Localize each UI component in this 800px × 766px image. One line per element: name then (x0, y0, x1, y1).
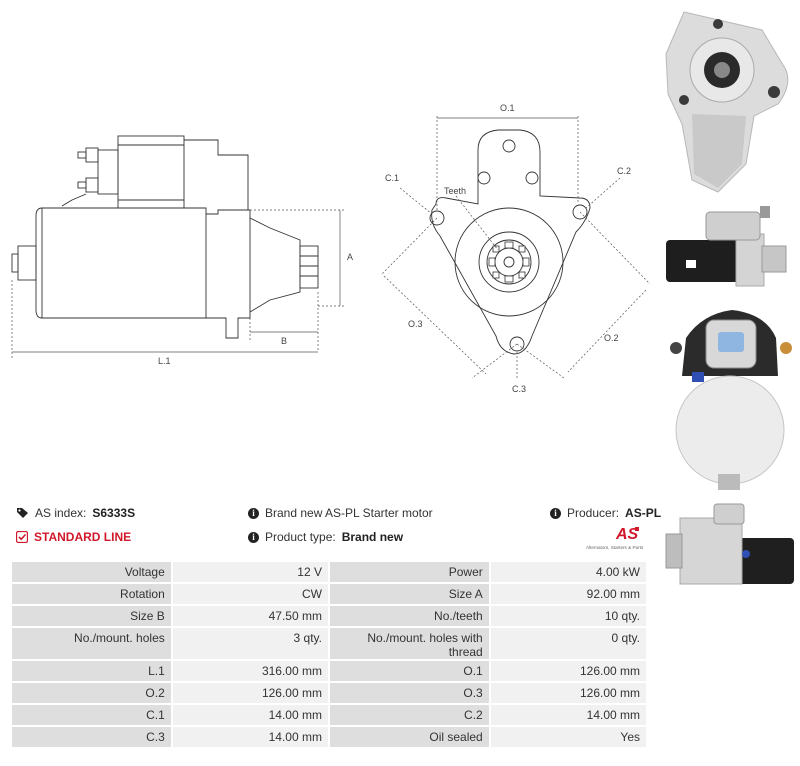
spec-value: 10 qty. (490, 606, 646, 626)
producer-label: Producer: (567, 506, 620, 520)
pinion-teeth (488, 241, 530, 283)
spec-label: No./teeth (329, 606, 489, 626)
technical-drawing: A B L.1 (11, 103, 651, 394)
standard-line-row: STANDARD LINE (16, 530, 131, 544)
spec-value: 14.00 mm (172, 705, 328, 725)
product-photo-front[interactable] (662, 4, 798, 194)
spec-label: Rotation (12, 584, 171, 604)
front-view (429, 129, 591, 355)
spec-label: Size B (12, 606, 171, 626)
label-o3: O.3 (408, 319, 423, 329)
spec-value: CW (172, 584, 328, 604)
label-o1: O.1 (500, 103, 515, 113)
label-l1: L.1 (158, 356, 171, 366)
checkbox-checked-icon (16, 531, 28, 543)
as-index-label: AS index: (35, 506, 87, 520)
front-view-dimensions (381, 116, 651, 380)
spec-label: C.1 (12, 705, 171, 725)
label-teeth: Teeth (444, 186, 466, 196)
spec-label: O.3 (329, 683, 489, 703)
spec-label: Voltage (12, 562, 171, 582)
spec-value: 47.50 mm (172, 606, 328, 626)
spec-label: O.2 (12, 683, 171, 703)
spec-value: 14.00 mm (172, 727, 328, 747)
info-icon: i (248, 507, 259, 519)
spec-label: L.1 (12, 661, 171, 681)
standard-line-label: STANDARD LINE (34, 530, 132, 544)
brand-row: i Brand new AS-PL Starter motor (248, 506, 433, 520)
spec-value: 4.00 kW (490, 562, 646, 582)
spec-value: 126.00 mm (490, 683, 646, 703)
label-o2: O.2 (604, 333, 619, 343)
product-photo-side[interactable] (662, 204, 798, 290)
product-type-row: i Product type: Brand new (248, 530, 403, 544)
spec-label: O.1 (329, 661, 489, 681)
label-b: B (281, 336, 287, 346)
spec-label: Size A (329, 584, 489, 604)
label-a: A (347, 252, 353, 262)
spec-label: Power (329, 562, 489, 582)
spec-value: 12 V (172, 562, 328, 582)
spec-value: 0 qty. (490, 628, 646, 659)
spec-value: Yes (490, 727, 646, 747)
tag-icon (17, 508, 28, 518)
brand-text: Brand new AS-PL Starter motor (265, 506, 433, 520)
side-view (11, 135, 319, 339)
svg-text:Alternators, Starters & Parts: Alternators, Starters & Parts (586, 545, 644, 550)
spec-label: No./mount. holes (12, 628, 171, 659)
label-c3: C.3 (512, 384, 526, 394)
product-photo-rear[interactable] (662, 298, 798, 494)
as-pl-logo[interactable]: AS Alternators, Starters & Parts (586, 524, 648, 552)
label-c2: C.2 (617, 166, 631, 176)
svg-text:AS: AS (615, 526, 639, 543)
info-icon: i (550, 507, 561, 519)
spec-value: 126.00 mm (172, 683, 328, 703)
spec-label: C.3 (12, 727, 171, 747)
producer-value: AS-PL (625, 506, 662, 520)
product-photo-angle[interactable] (662, 500, 798, 594)
spec-value: 316.00 mm (172, 661, 328, 681)
spec-label: No./mount. holes with thread (329, 628, 489, 659)
side-view-dimensions (11, 209, 346, 360)
producer-row: i Producer: AS-PL (550, 506, 661, 520)
spec-label: Oil sealed (329, 727, 489, 747)
spec-value: 3 qty. (172, 628, 328, 659)
spec-label: C.2 (329, 705, 489, 725)
info-icon: i (248, 531, 259, 543)
product-type-label: Product type: (265, 530, 336, 544)
as-index-value: S6333S (92, 506, 136, 520)
spec-value: 14.00 mm (490, 705, 646, 725)
spec-value: 92.00 mm (490, 584, 646, 604)
label-c1: C.1 (385, 173, 399, 183)
spec-value: 126.00 mm (490, 661, 646, 681)
product-type-value: Brand new (341, 530, 404, 544)
as-index-row: AS index: S6333S (16, 506, 135, 520)
